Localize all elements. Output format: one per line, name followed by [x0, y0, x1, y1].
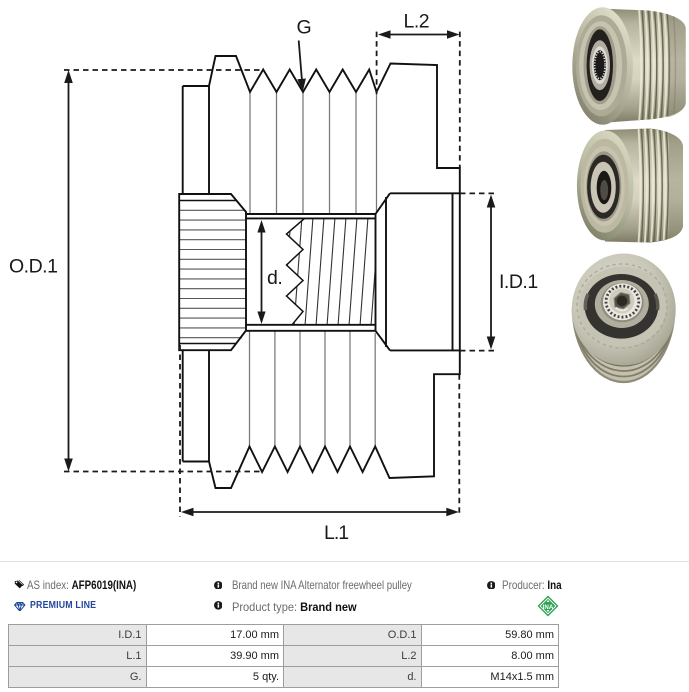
svg-text:d.: d.: [267, 267, 282, 289]
svg-text:INA: INA: [543, 604, 554, 611]
svg-text:L.1: L.1: [324, 522, 348, 544]
svg-text:O.D.1: O.D.1: [9, 256, 57, 278]
svg-text:I.D.1: I.D.1: [499, 271, 538, 293]
svg-text:G: G: [297, 17, 312, 39]
svg-text:L.2: L.2: [404, 11, 430, 33]
